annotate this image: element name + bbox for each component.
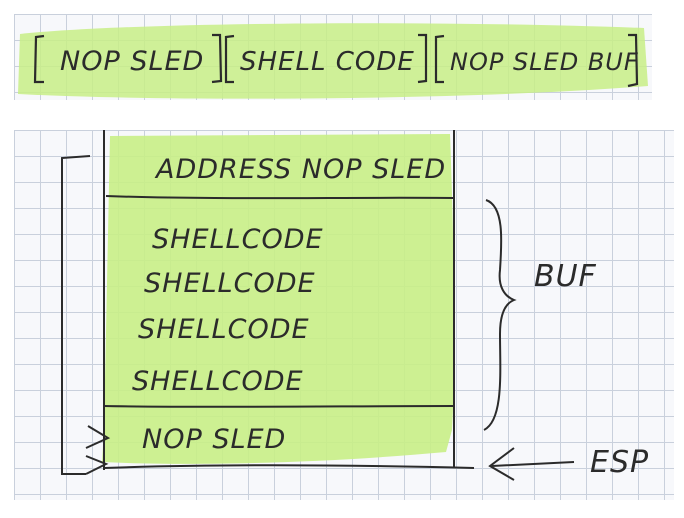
divider-address (105, 195, 455, 200)
row-nop-sled: NOP SLED (142, 424, 286, 455)
row-shellcode-4: SHELLCODE (132, 366, 304, 397)
row-address-nop-sled: ADDRESS NOP SLED (154, 154, 446, 185)
stack-diagram: ADDRESS NOP SLED SHELLCODE SHELLCODE SHE… (14, 130, 674, 500)
buf-brace (483, 199, 517, 431)
segment-shell-code: SHELL CODE (240, 47, 415, 77)
buffer-layout-drawing: NOP SLED SHELL CODE NOP SLED BUF (18, 23, 648, 99)
esp-arrow-icon (488, 447, 575, 481)
divider-nop (103, 405, 455, 408)
row-shellcode-1: SHELLCODE (152, 224, 324, 255)
segment-nop-sled-buf: NOP SLED BUF (450, 48, 639, 76)
return-bracket (61, 155, 91, 475)
stack-highlight (102, 134, 455, 464)
segment-nop-sled: NOP SLED (60, 46, 204, 77)
highlighter-stroke (18, 23, 648, 99)
row-shellcode-2: SHELLCODE (144, 268, 316, 299)
bracket-nop-sled (33, 33, 223, 84)
return-arrow-icon (85, 425, 111, 475)
row-shellcode-3: SHELLCODE (138, 314, 310, 345)
bracket-nop-sled-buf (434, 33, 639, 88)
stack-drawing: ADDRESS NOP SLED SHELLCODE SHELLCODE SHE… (61, 130, 649, 481)
bracket-shell-code (224, 33, 428, 84)
stack-bottom-border (103, 464, 475, 469)
buf-label: BUF (534, 259, 597, 294)
buffer-layout-strip: NOP SLED SHELL CODE NOP SLED BUF (14, 14, 652, 100)
esp-label: ESP (590, 445, 649, 480)
